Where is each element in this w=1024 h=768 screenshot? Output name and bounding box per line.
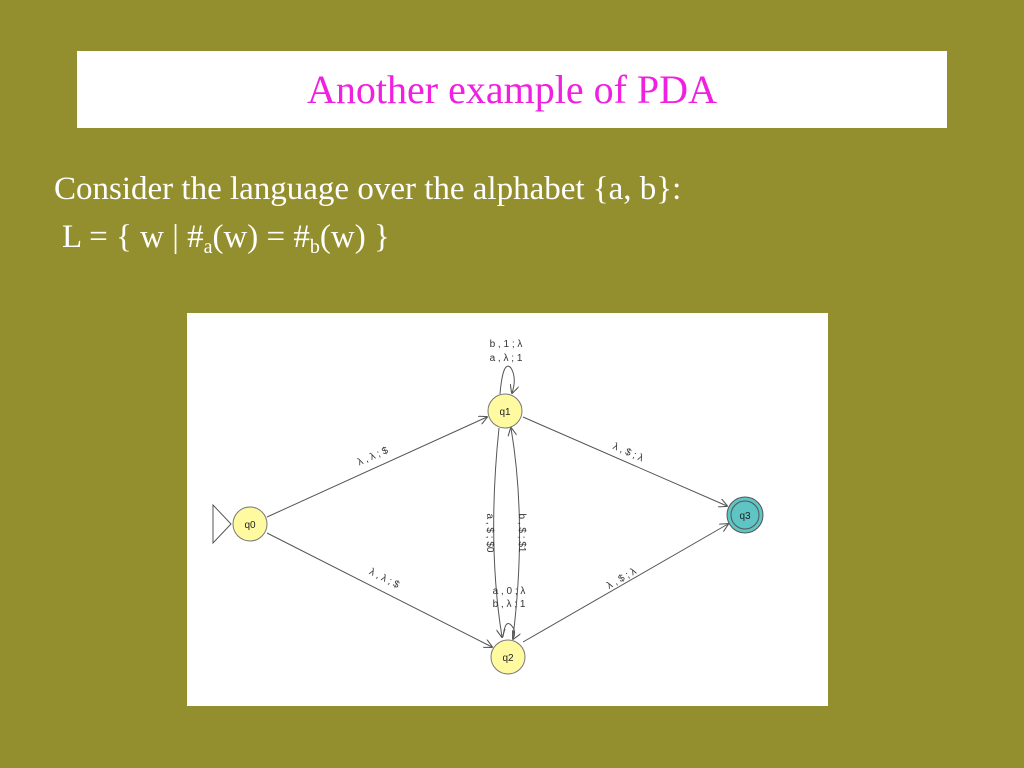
label-q2-q1: b , $ ; $1 [516, 514, 527, 553]
state-q1: q1 [487, 393, 523, 429]
lang-mid: (w) = # [212, 219, 310, 255]
edge-q2-q1 [511, 428, 521, 638]
edge-q2-loop [502, 623, 515, 640]
edge-q0-q1 [266, 417, 487, 518]
state-q3-label: q3 [739, 511, 751, 522]
subscript-b: b [309, 236, 320, 258]
edge-q1-loop [499, 365, 514, 394]
label-q2-loop-1: a , 0 ; λ [493, 586, 526, 597]
edge-q0-q2 [266, 532, 492, 647]
language-definition: L = { w | #a(w) = #b(w) } [62, 218, 390, 259]
lang-prefix: L = { w | # [62, 219, 204, 255]
initial-state-arrow-icon [212, 503, 232, 545]
state-q1-label: q1 [499, 407, 511, 418]
intro-text: Consider the language over the alphabet … [54, 171, 682, 207]
state-q3: q3 [726, 496, 764, 534]
label-q1-q2: a , $ ; $0 [484, 514, 495, 553]
edge-q1-q2 [493, 427, 502, 637]
edge-q1-q3 [522, 416, 727, 506]
pda-diagram: q0 q1 q2 q3 b , 1 ; λ a , λ ; 1 λ , λ ; … [187, 313, 828, 706]
label-q0-q2: λ , λ ; $ [367, 567, 401, 592]
state-q0: q0 [232, 506, 268, 542]
lang-suffix: (w) } [319, 219, 390, 255]
state-q2-label: q2 [502, 653, 514, 664]
label-q1-loop-1: b , 1 ; λ [490, 339, 523, 350]
pda-diagram-svg: q0 q1 q2 q3 b , 1 ; λ a , λ ; 1 λ , λ ; … [212, 339, 764, 675]
state-q0-label: q0 [244, 520, 256, 531]
label-q1-q3: λ , $ ; λ [611, 441, 645, 464]
edge-q2-q3 [522, 524, 728, 643]
slide-title: Another example of PDA [307, 66, 717, 112]
state-q2: q2 [490, 639, 526, 675]
label-q2-loop-2: b , λ ; 1 [493, 599, 526, 610]
label-q0-q1: λ , λ ; $ [356, 445, 390, 468]
label-q1-loop-2: a , λ ; 1 [490, 353, 523, 364]
title-box: Another example of PDA [77, 51, 947, 128]
subscript-a: a [203, 236, 213, 258]
